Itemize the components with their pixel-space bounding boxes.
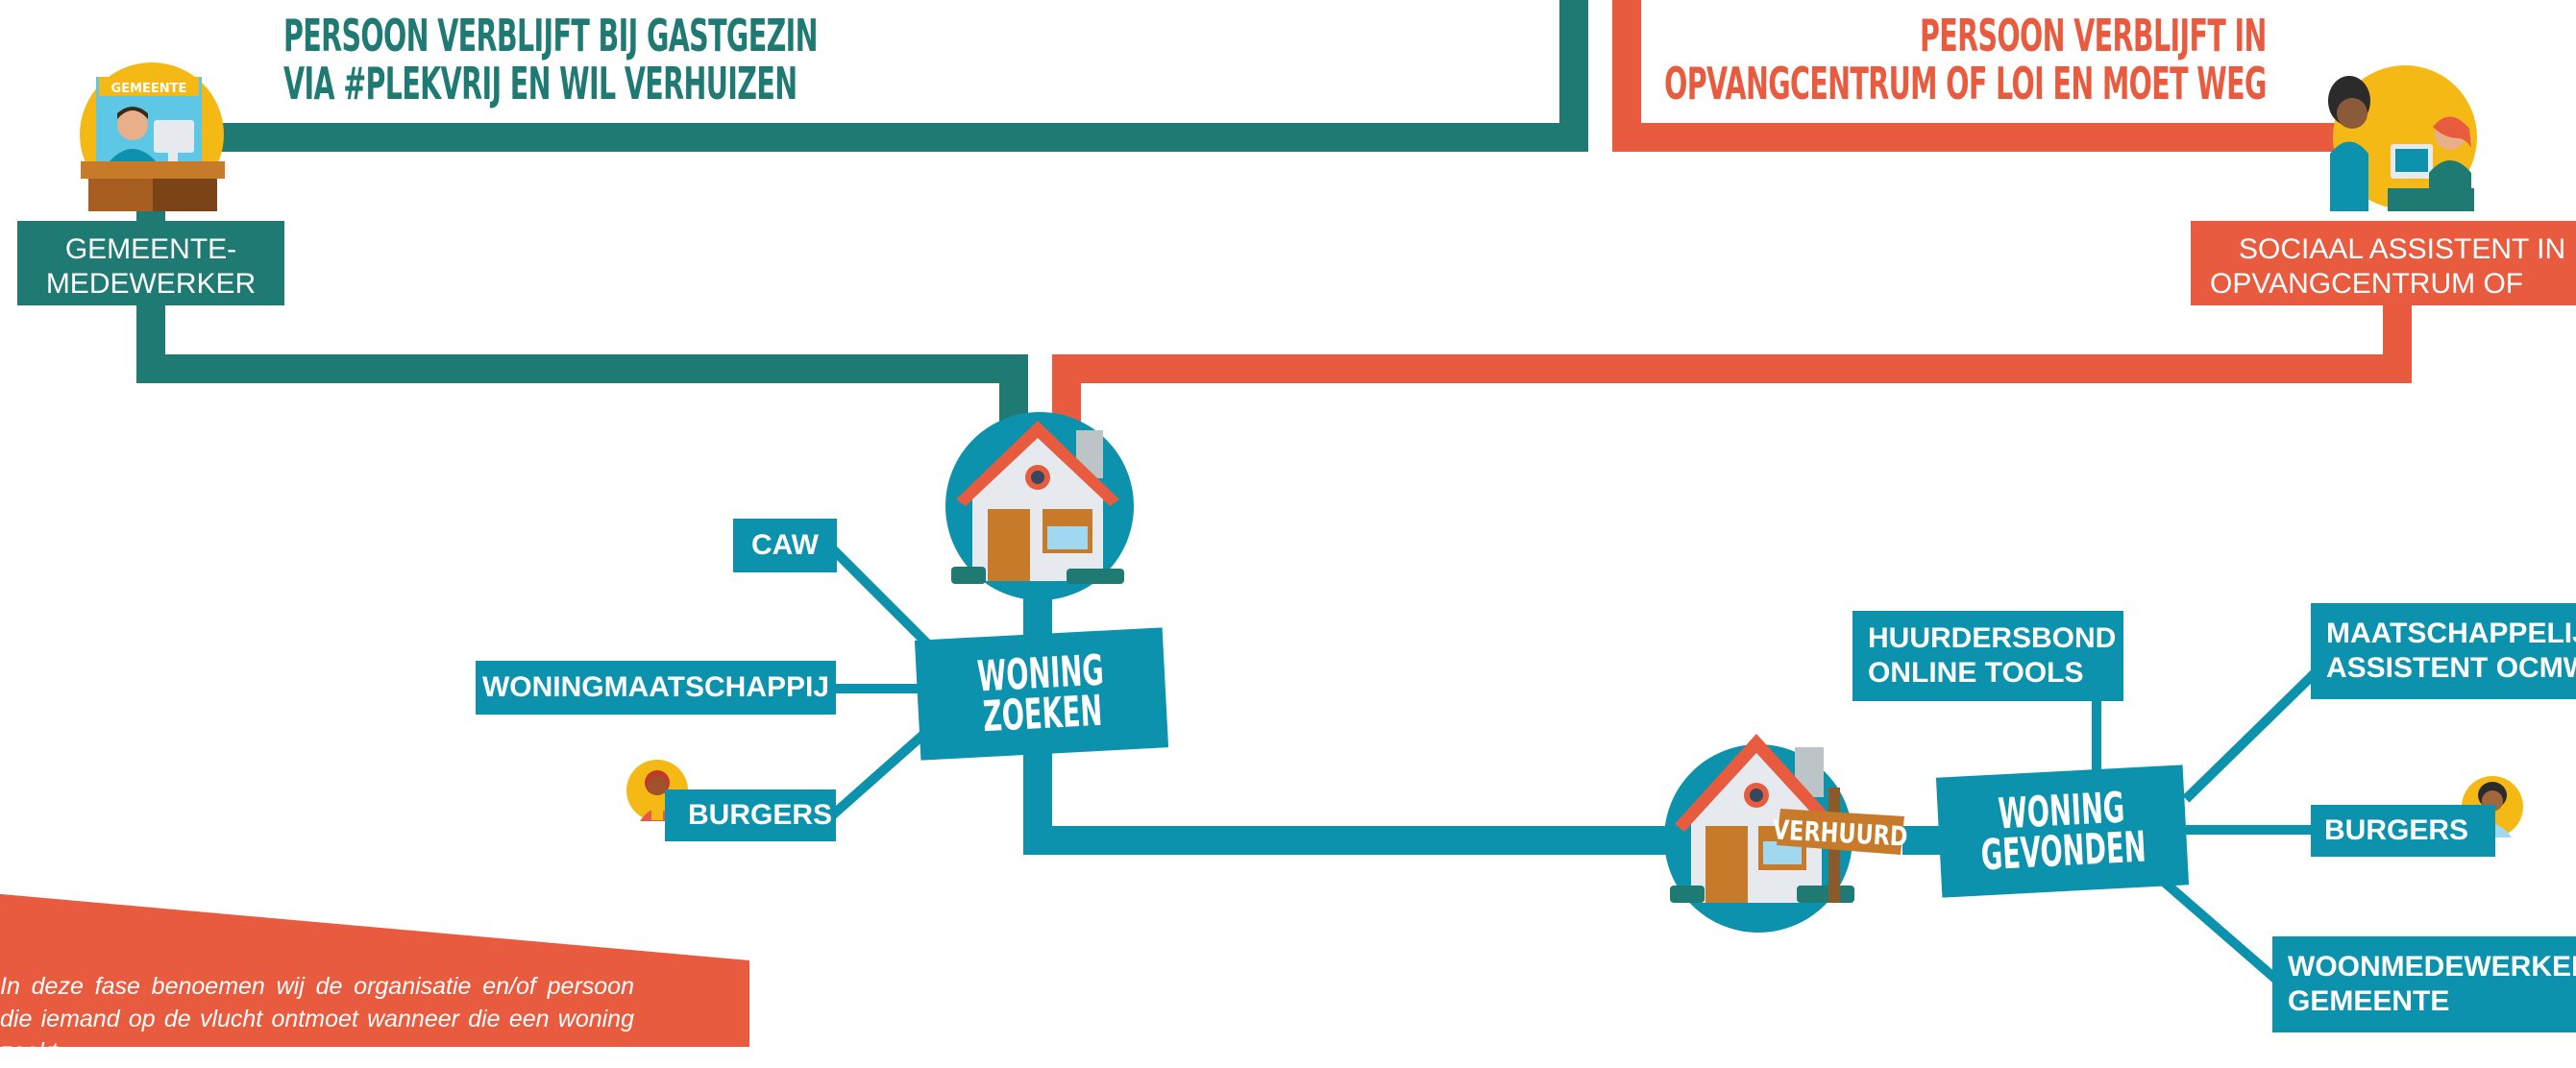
actor-woningmaatschappij-label: WONINGMAATSCHAPPIJ [482,671,829,704]
green-scenario-title: PERSOON VERBLIJFT BIJ GASTGEZIN VIA #PLE… [283,12,818,108]
huurdersbond-line-1: HUURDERSBOND [1868,621,2116,656]
gemeente-medewerker-label: GEMEENTE- MEDEWERKER [17,221,284,305]
green-title-line-2: VIA #PLEKVRIJ EN WIL VERHUIZEN [283,60,818,108]
maatschappelijk-line-1: MAATSCHAPPELIJK [2326,617,2576,651]
gemeente-line-2: MEDEWERKER [17,267,284,302]
social-assistant-icon [2328,65,2477,211]
actor-maatschappelijk-assistent: MAATSCHAPPELIJK ASSISTENT OCMW [2311,603,2576,699]
actor-burgers-left-label: BURGERS [688,799,832,832]
municipal-worker-icon: GEMEENTE [80,62,225,211]
red-scenario-title: PERSOON VERBLIJFT IN OPVANGCENTRUM OF LO… [1664,12,2267,108]
hub-woning-gevonden: WONING GEVONDEN [1936,765,2189,897]
spoke-maatschappelijk [2186,672,2316,799]
red-title-line-2: OPVANGCENTRUM OF LOI EN MOET WEG [1664,60,2267,108]
actor-caw: CAW [733,519,837,572]
hub-woning-zoeken: WONING ZOEKEN [915,627,1168,760]
maatschappelijk-line-2: ASSISTENT OCMW [2326,651,2576,686]
gemeente-sign-text: GEMEENTE [111,82,187,96]
red-title-line-1: PERSOON VERBLIJFT IN [1664,12,2267,60]
actor-huurdersbond: HUURDERSBOND ONLINE TOOLS [1852,611,2123,701]
spoke-caw [831,547,927,643]
sociaal-line-1: SOCIAAL ASSISTENT IN [2210,232,2576,267]
actor-burgers-right: BURGERS [2311,805,2495,857]
actor-woonmedewerker: WOONMEDEWERKER GEMEENTE [2272,936,2576,1032]
actor-burgers-right-label: BURGERS [2324,814,2468,847]
actor-burgers-left: BURGERS [665,789,836,841]
huurdersbond-line-2: ONLINE TOOLS [1868,656,2083,691]
red-connector-lower [1067,293,2397,423]
actor-caw-label: CAW [751,529,819,562]
spoke-burgers [831,734,924,816]
actor-woningmaatschappij: WONINGMAATSCHAPPIJ [476,661,836,715]
spoke-woonmedewerker [2157,876,2282,984]
connector-lines: VERHUURD GEMEENTE [0,0,2576,1025]
rented-house-icon: VERHUURD [1664,734,1908,933]
hub-gevonden-line-2: GEVONDEN [1980,827,2147,876]
woonmedewerker-line-1: WOONMEDEWERKER [2288,950,2576,984]
hub-zoeken-line-2: ZOEKEN [978,691,1107,738]
green-title-line-1: PERSOON VERBLIJFT BIJ GASTGEZIN [283,12,818,60]
gemeente-line-1: GEMEENTE- [17,232,284,267]
woonmedewerker-line-2: GEMEENTE [2288,984,2449,1019]
house-icon [945,412,1134,600]
explanation-note-text: In deze fase benoemen wij de organisatie… [0,970,634,1068]
sociaal-assistent-label: SOCIAAL ASSISTENT IN OPVANGCENTRUM OF OC… [2191,221,2576,305]
sociaal-line-2: OPVANGCENTRUM OF OCMW [2210,267,2576,336]
